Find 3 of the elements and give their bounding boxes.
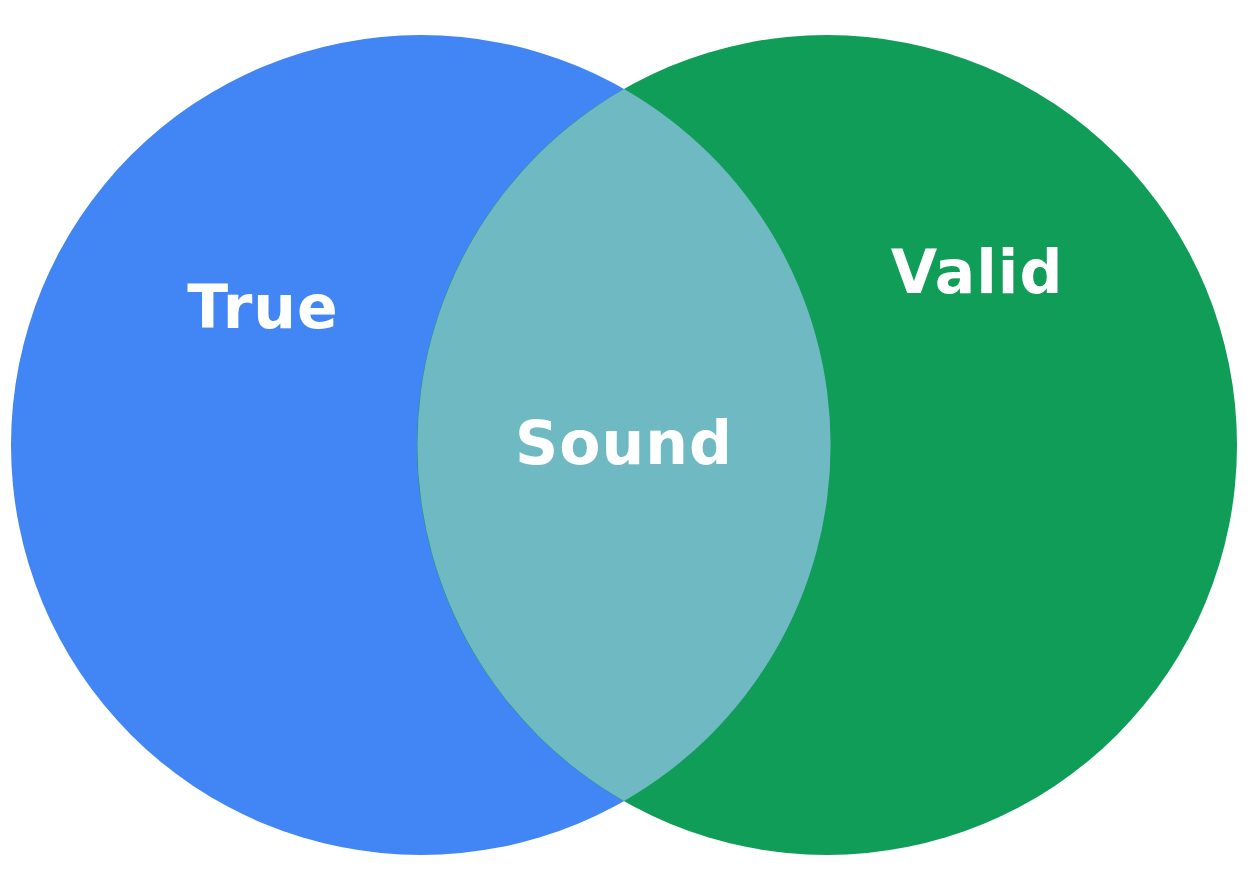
set-label: Sound	[515, 408, 733, 478]
set-label: Valid	[890, 237, 1064, 307]
set-label: True	[187, 272, 339, 342]
